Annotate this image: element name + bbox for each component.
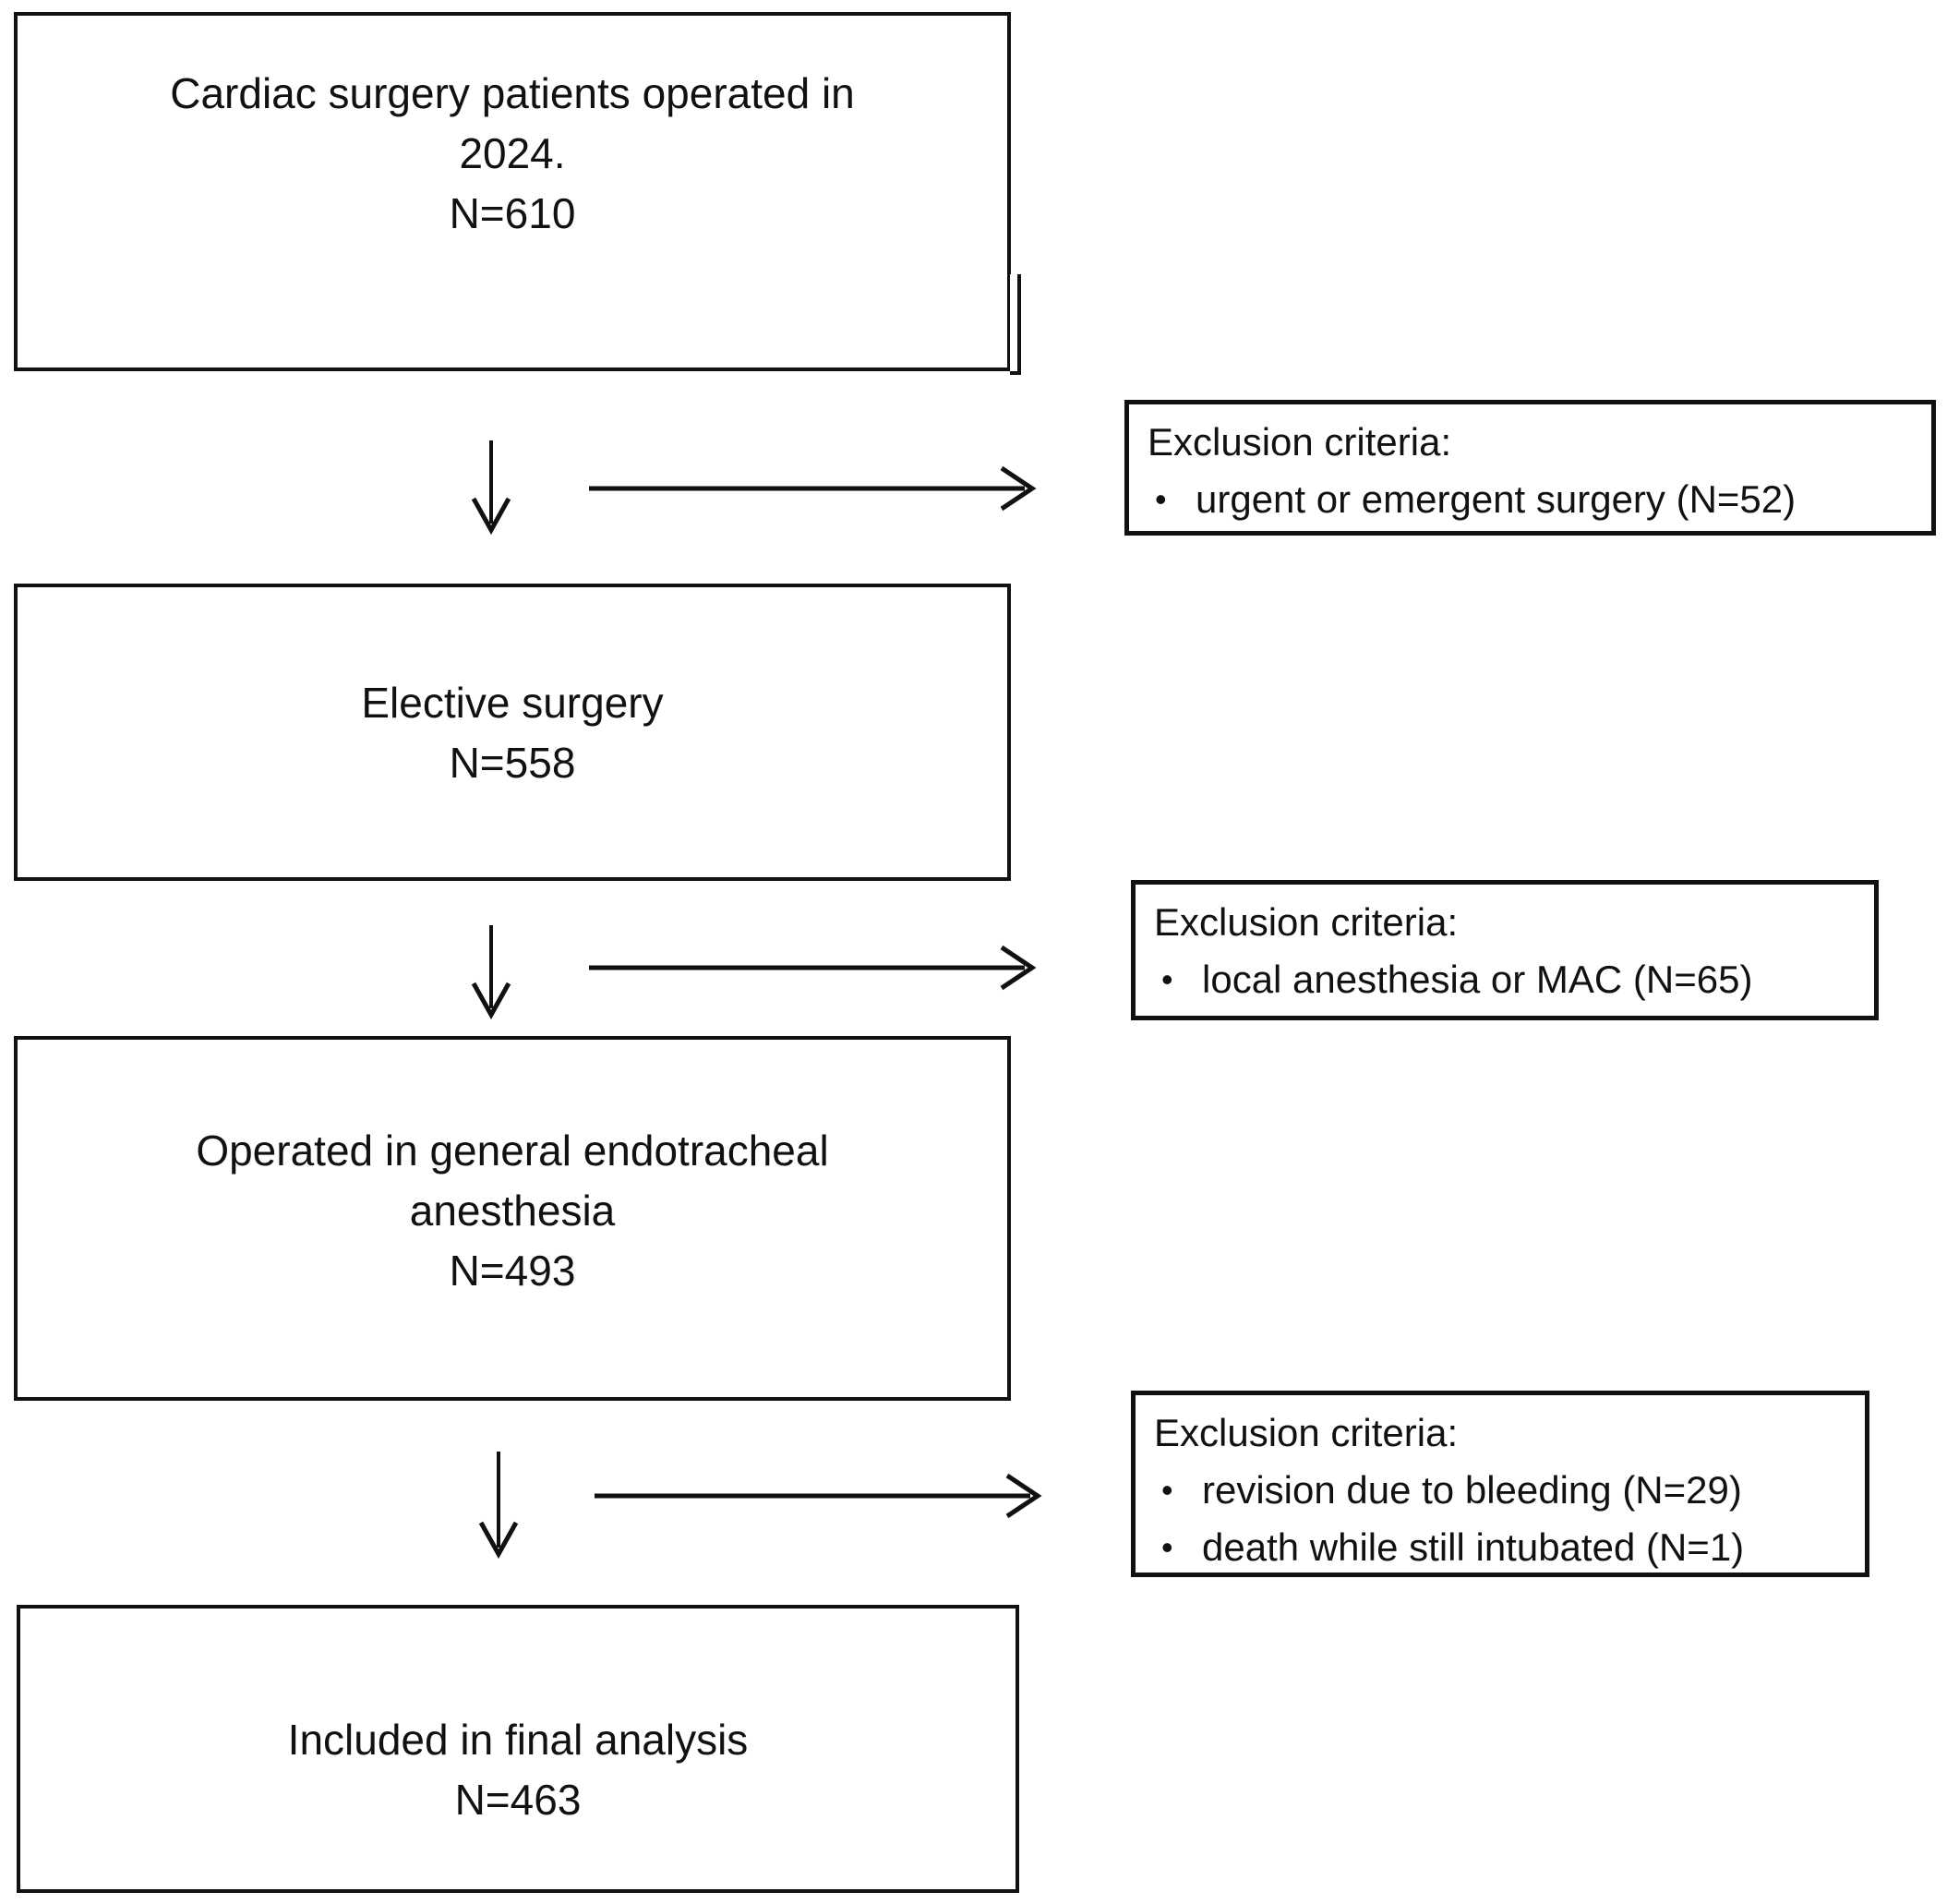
box-text-line: 2024. [459,129,566,177]
box-outline-artifact [1010,274,1021,375]
exclusion-title: Exclusion criteria: [1154,900,1459,944]
exclusion-box-2: Exclusion criteria: • local anesthesia o… [1131,880,1879,1020]
exclusion-item-text: local anesthesia or MAC (N=65) [1202,958,1753,1001]
right-arrow-3 [593,1470,1045,1522]
exclusion-box-3: Exclusion criteria: • revision due to bl… [1131,1391,1869,1577]
exclusion-item-text: death while still intubated (N=1) [1202,1525,1745,1569]
down-arrow-2 [462,925,521,1021]
box-text-line: N=558 [449,739,576,787]
exclusion-title: Exclusion criteria: [1154,1411,1459,1454]
down-arrow-1 [462,440,521,536]
flow-box-cohort: Cardiac surgery patients operated in 202… [14,12,1011,371]
exclusion-item: • local anesthesia or MAC (N=65) [1154,951,1857,1008]
exclusion-box-1: Exclusion criteria: • urgent or emergent… [1124,400,1936,536]
exclusion-item: • death while still intubated (N=1) [1154,1519,1848,1576]
box-text-line: N=610 [449,189,576,237]
bullet-icon: • [1161,960,1173,998]
right-arrow-1 [587,463,1040,514]
exclusion-item: • urgent or emergent surgery (N=52) [1148,471,1915,528]
exclusion-item-text: revision due to bleeding (N=29) [1202,1468,1742,1512]
right-arrow-2 [587,942,1040,994]
down-arrow-3 [469,1452,528,1561]
exclusion-item-text: urgent or emergent surgery (N=52) [1196,477,1797,521]
box-text-line: Cardiac surgery patients operated in [170,69,855,117]
flow-box-elective: Elective surgery N=558 [14,584,1011,881]
box-text-line: N=493 [449,1247,576,1295]
bullet-icon: • [1155,480,1167,518]
flow-box-final: Included in final analysis N=463 [17,1605,1019,1893]
box-text-line: anesthesia [409,1187,616,1235]
box-text-line: N=463 [454,1776,582,1824]
bullet-icon: • [1161,1528,1173,1566]
bullet-icon: • [1161,1471,1173,1509]
exclusion-item: • revision due to bleeding (N=29) [1154,1462,1848,1519]
exclusion-title: Exclusion criteria: [1148,420,1452,464]
flow-box-anesthesia: Operated in general endotracheal anesthe… [14,1036,1011,1401]
box-text-line: Operated in general endotracheal [196,1127,829,1175]
box-text-line: Included in final analysis [287,1716,749,1764]
box-text-line: Elective surgery [361,679,664,727]
